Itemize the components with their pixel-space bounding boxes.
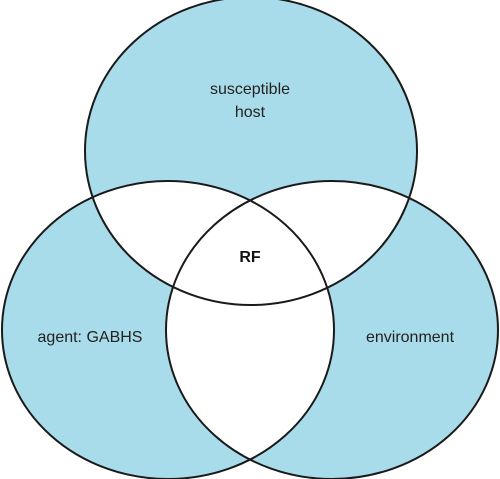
label-environment: environment <box>366 329 455 346</box>
label-rf: RF <box>239 249 261 266</box>
overlap-left-right <box>166 181 334 479</box>
label-host: host <box>235 104 266 121</box>
circle-right-outline <box>165 180 499 479</box>
circle-top-outline <box>84 0 418 306</box>
label-agent: agent: GABHS <box>38 329 143 346</box>
label-susceptible: susceptible <box>210 81 290 98</box>
circle-left-outline <box>1 180 335 479</box>
